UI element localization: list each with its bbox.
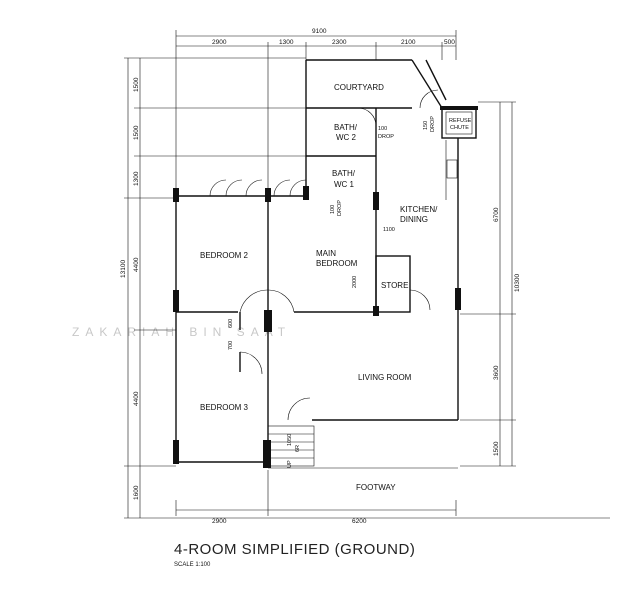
structural-columns (173, 106, 478, 468)
width-700: 700 (228, 341, 234, 350)
room-bath-wc2-line2: WC 2 (336, 133, 357, 142)
dim-left-4: 4400 (133, 257, 140, 272)
drop-100-bath-label: DROP (378, 134, 394, 140)
dim-top-5: 500 (444, 39, 455, 46)
dim-right-total: 10300 (514, 274, 521, 292)
width-2000: 2000 (352, 276, 358, 288)
dim-left-1: 1500 (133, 77, 140, 92)
dim-top-4: 2100 (401, 39, 416, 46)
drop-100-bath-value: 100 (378, 126, 387, 132)
watermark: ZAKARIAH BIN SAAT (72, 325, 291, 339)
dim-left-total: 13100 (120, 260, 127, 278)
dim-left-3: 1300 (133, 171, 140, 186)
dim-bottom-1: 2900 (212, 518, 227, 525)
dim-left-2: 1500 (133, 125, 140, 140)
refuse-chute-label-2: CHUTE (450, 125, 469, 131)
room-main-bedroom-line2: BEDROOM (316, 259, 358, 268)
room-bedroom-2: BEDROOM 2 (200, 251, 249, 260)
drop-100-wc1-label: DROP (337, 200, 343, 216)
dim-bottom-2: 6200 (352, 518, 367, 525)
room-store: STORE (381, 281, 408, 290)
refuse-chute-label-1: REFUSE (449, 118, 472, 124)
stair-6r: 6R (295, 445, 301, 452)
drop-150-value: 150 (423, 121, 429, 130)
drop-100-wc1-value: 100 (330, 205, 336, 214)
drawing-title: 4-ROOM SIMPLIFIED (GROUND) (174, 541, 415, 558)
dim-right-2: 3600 (493, 365, 500, 380)
dim-top-2: 1300 (279, 39, 294, 46)
drop-150-label: DROP (430, 116, 436, 132)
room-main-bedroom-line1: MAIN (316, 249, 336, 258)
dimension-lines (124, 30, 610, 519)
dim-top-1: 2900 (212, 39, 227, 46)
room-bath-wc2-line1: BATH/ (334, 123, 358, 132)
dim-top-3: 2300 (332, 39, 347, 46)
dim-right-3: 1500 (493, 441, 500, 456)
room-footway: FOOTWAY (356, 483, 396, 492)
width-600: 600 (228, 319, 234, 328)
room-courtyard: COURTYARD (334, 83, 384, 92)
door-swings (209, 89, 439, 421)
room-kitchen-line1: KITCHEN/ (400, 205, 438, 214)
width-1100: 1100 (383, 227, 395, 233)
stair-1050: 1050 (287, 434, 293, 446)
room-bath-wc1-line1: BATH/ (332, 169, 356, 178)
dim-left-6: 1600 (133, 485, 140, 500)
room-bedroom-3: BEDROOM 3 (200, 403, 249, 412)
dim-right-1: 6700 (493, 207, 500, 222)
room-living: LIVING ROOM (358, 373, 412, 382)
dim-top-total: 9100 (312, 28, 327, 35)
room-kitchen-line2: DINING (400, 215, 428, 224)
drawing-scale: SCALE 1:100 (174, 562, 211, 568)
dim-left-5: 4400 (133, 391, 140, 406)
stair-up: UP (287, 460, 293, 468)
room-bath-wc1-line2: WC 1 (334, 180, 355, 189)
